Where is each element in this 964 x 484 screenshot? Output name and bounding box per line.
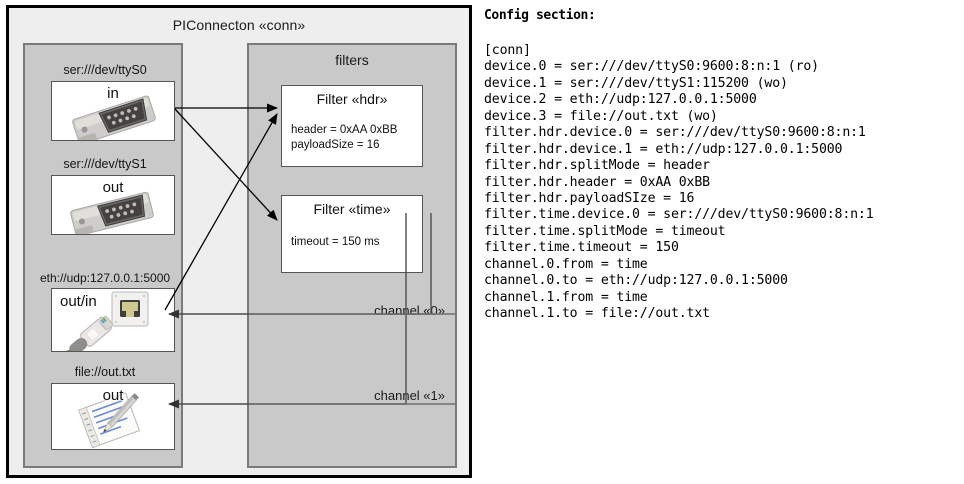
config-lines: [conn]device.0 = ser:///dev/ttyS0:9600:8… xyxy=(484,43,874,322)
config-line: [conn] xyxy=(484,43,531,58)
serial-db9-connector-icon xyxy=(70,191,154,234)
config-line: filter.hdr.payloadSIze = 16 xyxy=(484,190,695,206)
filters-panel-title: filters xyxy=(335,52,369,68)
ethernet-rj45-icon xyxy=(57,291,149,351)
notepad-pencil-icon xyxy=(78,392,141,449)
config-line: channel.0.to = eth://udp:127.0.0.1:5000 xyxy=(484,273,788,289)
device-box-file[interactable]: out xyxy=(51,383,175,450)
config-line: filter.hdr.device.0 = ser:///dev/ttyS0:9… xyxy=(484,125,866,141)
config-line: channel.1.to = file://out.txt xyxy=(484,306,710,321)
config-line: device.2 = eth://udp:127.0.0.1:5000 xyxy=(484,92,757,108)
filter-title-hdr: Filter «hdr» xyxy=(316,91,388,107)
config-line: channel.0.from = time xyxy=(484,256,648,272)
filter-prop-hdr-payloadsize: payloadSize = 16 xyxy=(291,139,380,151)
device-io-out-ttys1: out xyxy=(102,179,124,196)
filter-title-time: Filter «time» xyxy=(313,201,391,217)
devices-panel: ser:///dev/ttyS0 in xyxy=(23,43,183,468)
device-box-ttys1[interactable]: out xyxy=(51,175,175,235)
config-line: filter.hdr.device.1 = eth://udp:127.0.0.… xyxy=(484,141,843,157)
device-label-file: file://out.txt xyxy=(74,365,136,379)
config-line: filter.time.timeout = 150 xyxy=(484,240,679,256)
serial-db9-connector-icon xyxy=(72,95,156,140)
filter-box-hdr[interactable]: Filter «hdr» header = 0xAA 0xBB payloadS… xyxy=(281,85,423,167)
device-io-out-file: out xyxy=(102,387,124,404)
diagram-title: PIConnecton «conn» xyxy=(172,17,306,33)
device-io-in-ttys0: in xyxy=(107,85,119,102)
config-section: Config section: [conn]device.0 = ser:///… xyxy=(482,0,964,484)
config-line: channel.1.from = time xyxy=(484,289,648,305)
device-label-ttys0: ser:///dev/ttyS0 xyxy=(63,63,147,77)
piconnecton-diagram: PIConnecton «conn» ser:///dev/ttyS0 in xyxy=(6,5,472,478)
filter-prop-time-timeout: timeout = 150 ms xyxy=(291,236,380,248)
config-line: filter.hdr.splitMode = header xyxy=(484,158,710,174)
config-line: device.1 = ser:///dev/ttyS1:115200 (wo) xyxy=(484,75,788,91)
config-line: filter.time.device.0 = ser:///dev/ttyS0:… xyxy=(484,207,874,223)
device-io-outin-eth: out/in xyxy=(60,293,97,310)
device-label-eth: eth://udp:127.0.0.1:5000 xyxy=(39,271,171,285)
filters-panel: filters Filter «hdr» header = 0xAA 0xBB … xyxy=(247,43,457,468)
channel-label-0: channel «0» xyxy=(374,303,445,318)
config-line: filter.hdr.header = 0xAA 0xBB xyxy=(484,174,710,190)
config-line: device.0 = ser:///dev/ttyS0:9600:8:n:1 (… xyxy=(484,59,819,75)
device-label-ttys1: ser:///dev/ttyS1 xyxy=(63,157,147,171)
filter-box-time[interactable]: Filter «time» timeout = 150 ms xyxy=(281,195,423,273)
config-line: device.3 = file://out.txt (wo) xyxy=(484,108,718,124)
device-box-ttys0[interactable]: in xyxy=(51,81,175,141)
filter-prop-hdr-header: header = 0xAA 0xBB xyxy=(291,124,398,136)
config-line: filter.time.splitMode = timeout xyxy=(484,223,726,239)
device-box-eth[interactable]: out/in xyxy=(51,288,175,352)
channel-label-1: channel «1» xyxy=(374,388,445,403)
config-heading: Config section: xyxy=(484,8,596,23)
